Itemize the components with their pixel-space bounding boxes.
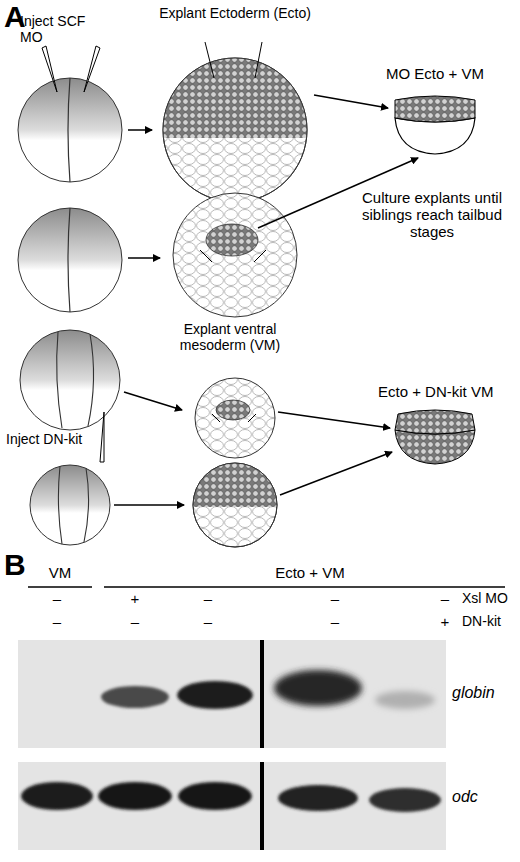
four-cell-embryo bbox=[30, 465, 110, 545]
explant-conjugate bbox=[395, 96, 475, 154]
blot-band bbox=[21, 782, 93, 810]
leader-line bbox=[205, 42, 214, 78]
embryo-outline bbox=[18, 208, 122, 312]
embryo-outline bbox=[193, 463, 277, 547]
two-cell-embryo bbox=[18, 208, 122, 312]
ventral-mesoderm-region bbox=[206, 224, 258, 256]
cleavage-furrow bbox=[68, 208, 70, 312]
blot-background bbox=[18, 640, 446, 748]
blot-band bbox=[177, 681, 253, 709]
condition-sign: – bbox=[47, 614, 67, 631]
ventral-mesoderm-explant bbox=[395, 118, 475, 154]
cut-line bbox=[248, 414, 256, 422]
group-label: Ecto + VM bbox=[250, 565, 370, 582]
ectoderm-explant-embryo bbox=[193, 463, 277, 547]
ectoderm-explant bbox=[395, 96, 475, 122]
blot-band bbox=[98, 782, 172, 810]
embryo-outline bbox=[163, 58, 307, 202]
cut-line bbox=[212, 414, 220, 422]
embryo-outline bbox=[163, 58, 307, 202]
conjugate-label: MO Ecto + VM bbox=[386, 66, 520, 83]
embryo-outline bbox=[20, 330, 120, 430]
arrow bbox=[114, 504, 184, 506]
arrow bbox=[278, 412, 390, 428]
ventral-mesoderm-region bbox=[216, 400, 250, 420]
condition-sign: + bbox=[125, 591, 145, 608]
embryo-outline bbox=[30, 465, 110, 545]
two-cell-embryo bbox=[18, 78, 122, 182]
embryo-outline bbox=[18, 78, 122, 182]
probe-label: globin bbox=[452, 684, 518, 702]
arrow bbox=[128, 257, 160, 259]
needle bbox=[100, 412, 104, 462]
ventral-mesoderm-explant bbox=[395, 410, 475, 434]
condition-sign: – bbox=[198, 614, 218, 631]
condition-sign: – bbox=[125, 614, 145, 631]
blot-band bbox=[178, 782, 252, 810]
arrow bbox=[128, 129, 152, 131]
animal-cap bbox=[163, 58, 307, 138]
arrow bbox=[280, 452, 392, 495]
conjugate-label: Ecto + DN-kit VM bbox=[378, 384, 520, 401]
ventral-mesoderm-explant-embryo bbox=[195, 378, 275, 458]
needle bbox=[84, 46, 100, 92]
ectoderm-explant bbox=[395, 430, 475, 464]
condition-sign: – bbox=[47, 591, 67, 608]
blot-band bbox=[101, 686, 169, 708]
arrow bbox=[124, 392, 182, 410]
animal-cap bbox=[193, 463, 277, 507]
lane-separator bbox=[260, 762, 264, 850]
cleavage-furrow bbox=[88, 334, 94, 426]
four-cell-embryo bbox=[20, 330, 120, 430]
step-label: Explant ventral mesoderm (VM) bbox=[168, 322, 292, 353]
step-label: Explant Ectoderm (Ecto) bbox=[150, 6, 320, 22]
blot-band bbox=[375, 691, 435, 709]
group-bracket-line bbox=[104, 586, 505, 588]
cut-line bbox=[200, 250, 212, 262]
condition-sign: – bbox=[325, 591, 345, 608]
explant-conjugate bbox=[395, 410, 475, 464]
ectoderm-explant-embryo bbox=[163, 58, 307, 202]
blot-band bbox=[274, 670, 362, 706]
condition-sign: – bbox=[435, 591, 455, 608]
cleavage-furrow bbox=[58, 466, 62, 544]
condition-sign: + bbox=[435, 614, 455, 631]
injection-needle bbox=[42, 46, 100, 92]
embryo-outline bbox=[173, 193, 297, 317]
northern-blot-globin bbox=[18, 640, 446, 748]
needle bbox=[42, 46, 57, 92]
cleavage-furrow bbox=[57, 332, 62, 428]
ventral-mesoderm-explant-embryo bbox=[173, 193, 297, 317]
step-label: Inject DN-kit bbox=[6, 432, 86, 448]
northern-blot-odc bbox=[18, 762, 446, 850]
cleavage-furrow bbox=[84, 468, 89, 542]
step-label: Inject SCF MO bbox=[20, 14, 104, 45]
condition-sign: – bbox=[325, 614, 345, 631]
leader-line bbox=[255, 42, 262, 78]
embryo-outline bbox=[193, 463, 277, 547]
arrow bbox=[314, 95, 388, 108]
lane-separator bbox=[260, 640, 264, 748]
blot-band bbox=[278, 785, 358, 811]
condition-sign: – bbox=[198, 591, 218, 608]
panel-letter: B bbox=[4, 548, 44, 582]
cut-line bbox=[254, 250, 266, 262]
group-bracket-line bbox=[28, 586, 92, 588]
row-label: DN-kit bbox=[462, 614, 520, 630]
blot-background bbox=[18, 762, 446, 850]
blot-band bbox=[369, 788, 441, 812]
cleavage-furrow bbox=[68, 78, 70, 182]
row-label: Xsl MO bbox=[462, 591, 520, 607]
group-label: VM bbox=[30, 565, 90, 582]
probe-label: odc bbox=[452, 788, 518, 806]
embryo-outline bbox=[195, 378, 275, 458]
note-text: Culture explants until siblings reach ta… bbox=[348, 190, 516, 240]
